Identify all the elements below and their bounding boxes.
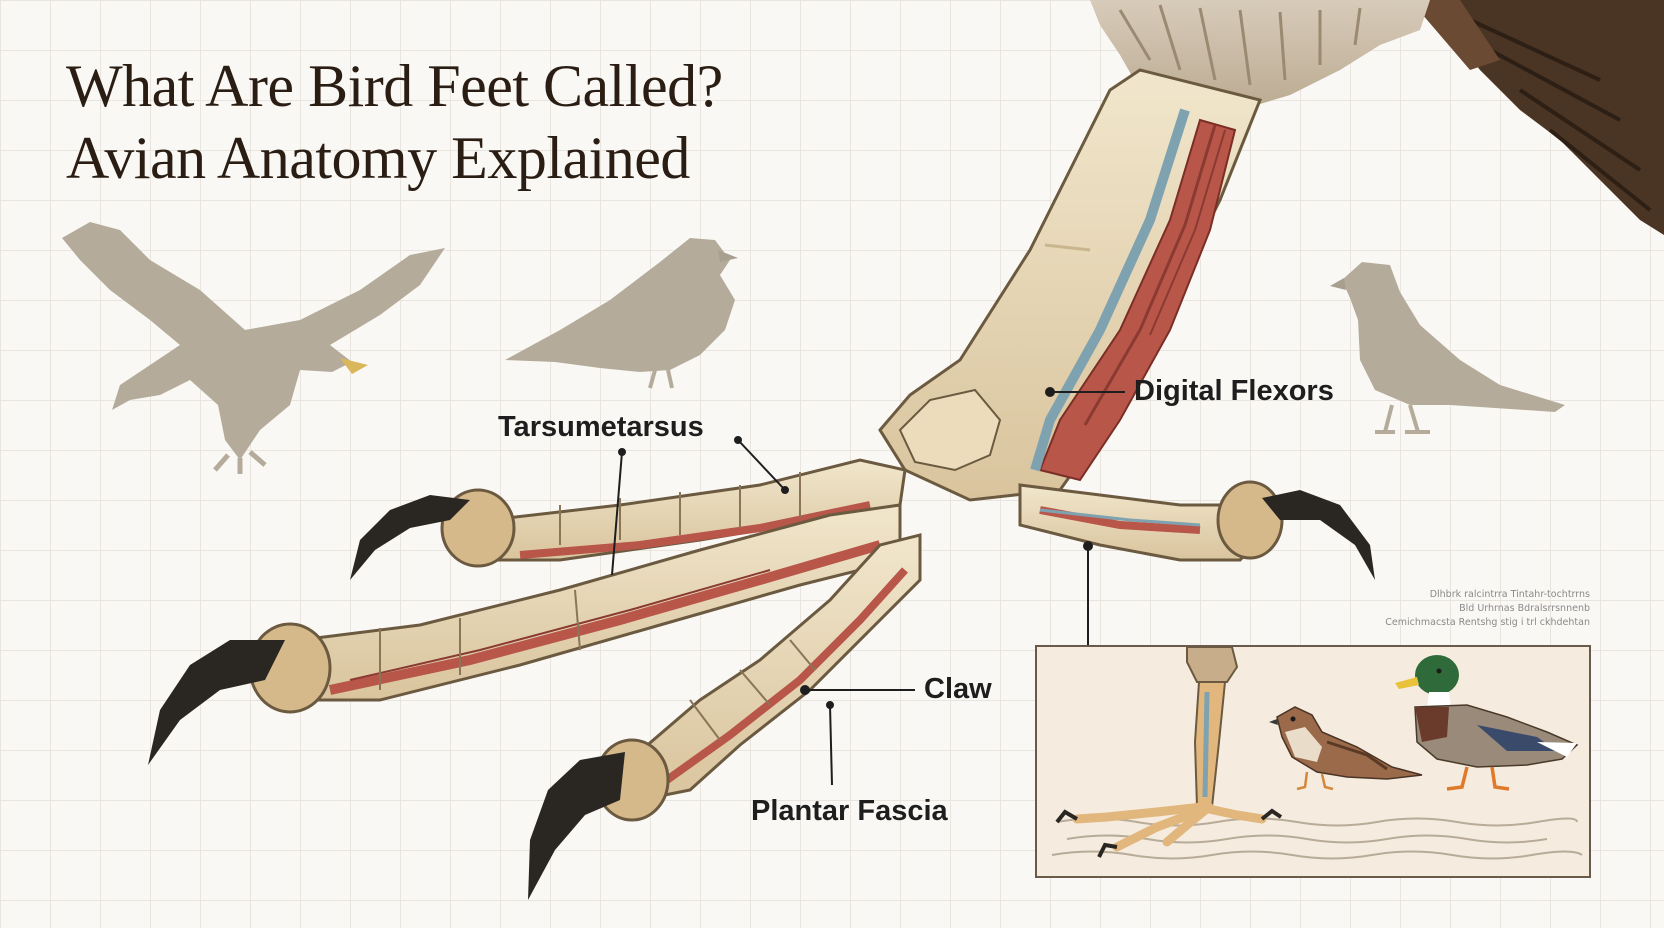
front-toe-lower-icon	[528, 533, 922, 900]
bird-comparison-inset	[1035, 645, 1591, 878]
inset-illustration	[1051, 647, 1583, 860]
perched-bird-silhouette-icon	[1330, 262, 1565, 434]
fine-print-line-3: Cemichmacsta Rentshg stig i trl ckhdehta…	[1385, 617, 1590, 628]
label-digital-flexors: Digital Flexors	[1134, 375, 1334, 407]
leg-bone-icon	[878, 68, 1263, 502]
water-ripples-icon	[1051, 817, 1583, 860]
tarsometatarsus-leader-line	[737, 439, 786, 491]
eagle-silhouette-icon	[62, 222, 445, 474]
bird-wing-icon	[1410, 0, 1664, 235]
rear-toe-icon	[1018, 480, 1375, 580]
tarsometatarsus-leader-line-2	[611, 451, 623, 576]
dove-silhouette-icon	[505, 238, 738, 389]
leader-lines	[611, 387, 1125, 786]
title-line-2: Avian Anatomy Explained	[66, 125, 690, 191]
inset-foot-icon	[1055, 647, 1283, 858]
label-plantar-fascia: Plantar Fascia	[751, 795, 948, 827]
page-title: What Are Bird Feet Called? Avian Anatomy…	[66, 50, 723, 194]
fine-print-line-1: Dlhbrk ralcintrra Tintahr-tochtrrns	[1429, 589, 1590, 600]
title-line-1: What Are Bird Feet Called?	[66, 53, 723, 119]
label-tarsometatarsus: Tarsumetarsus	[498, 411, 704, 443]
sparrow-icon	[1269, 706, 1423, 791]
fine-print-line-2: Bld Urhrnas Bdralsrrsnnenb	[1459, 603, 1590, 614]
front-toe-top-icon	[350, 458, 907, 580]
fine-print-note: Dlhbrk ralcintrra Tintahr-tochtrrns Bld …	[1362, 588, 1590, 630]
mallard-duck-icon	[1395, 655, 1579, 791]
label-claw: Claw	[924, 673, 992, 705]
front-toe-middle-icon	[148, 503, 902, 765]
plantar-fascia-leader-line	[829, 704, 833, 786]
